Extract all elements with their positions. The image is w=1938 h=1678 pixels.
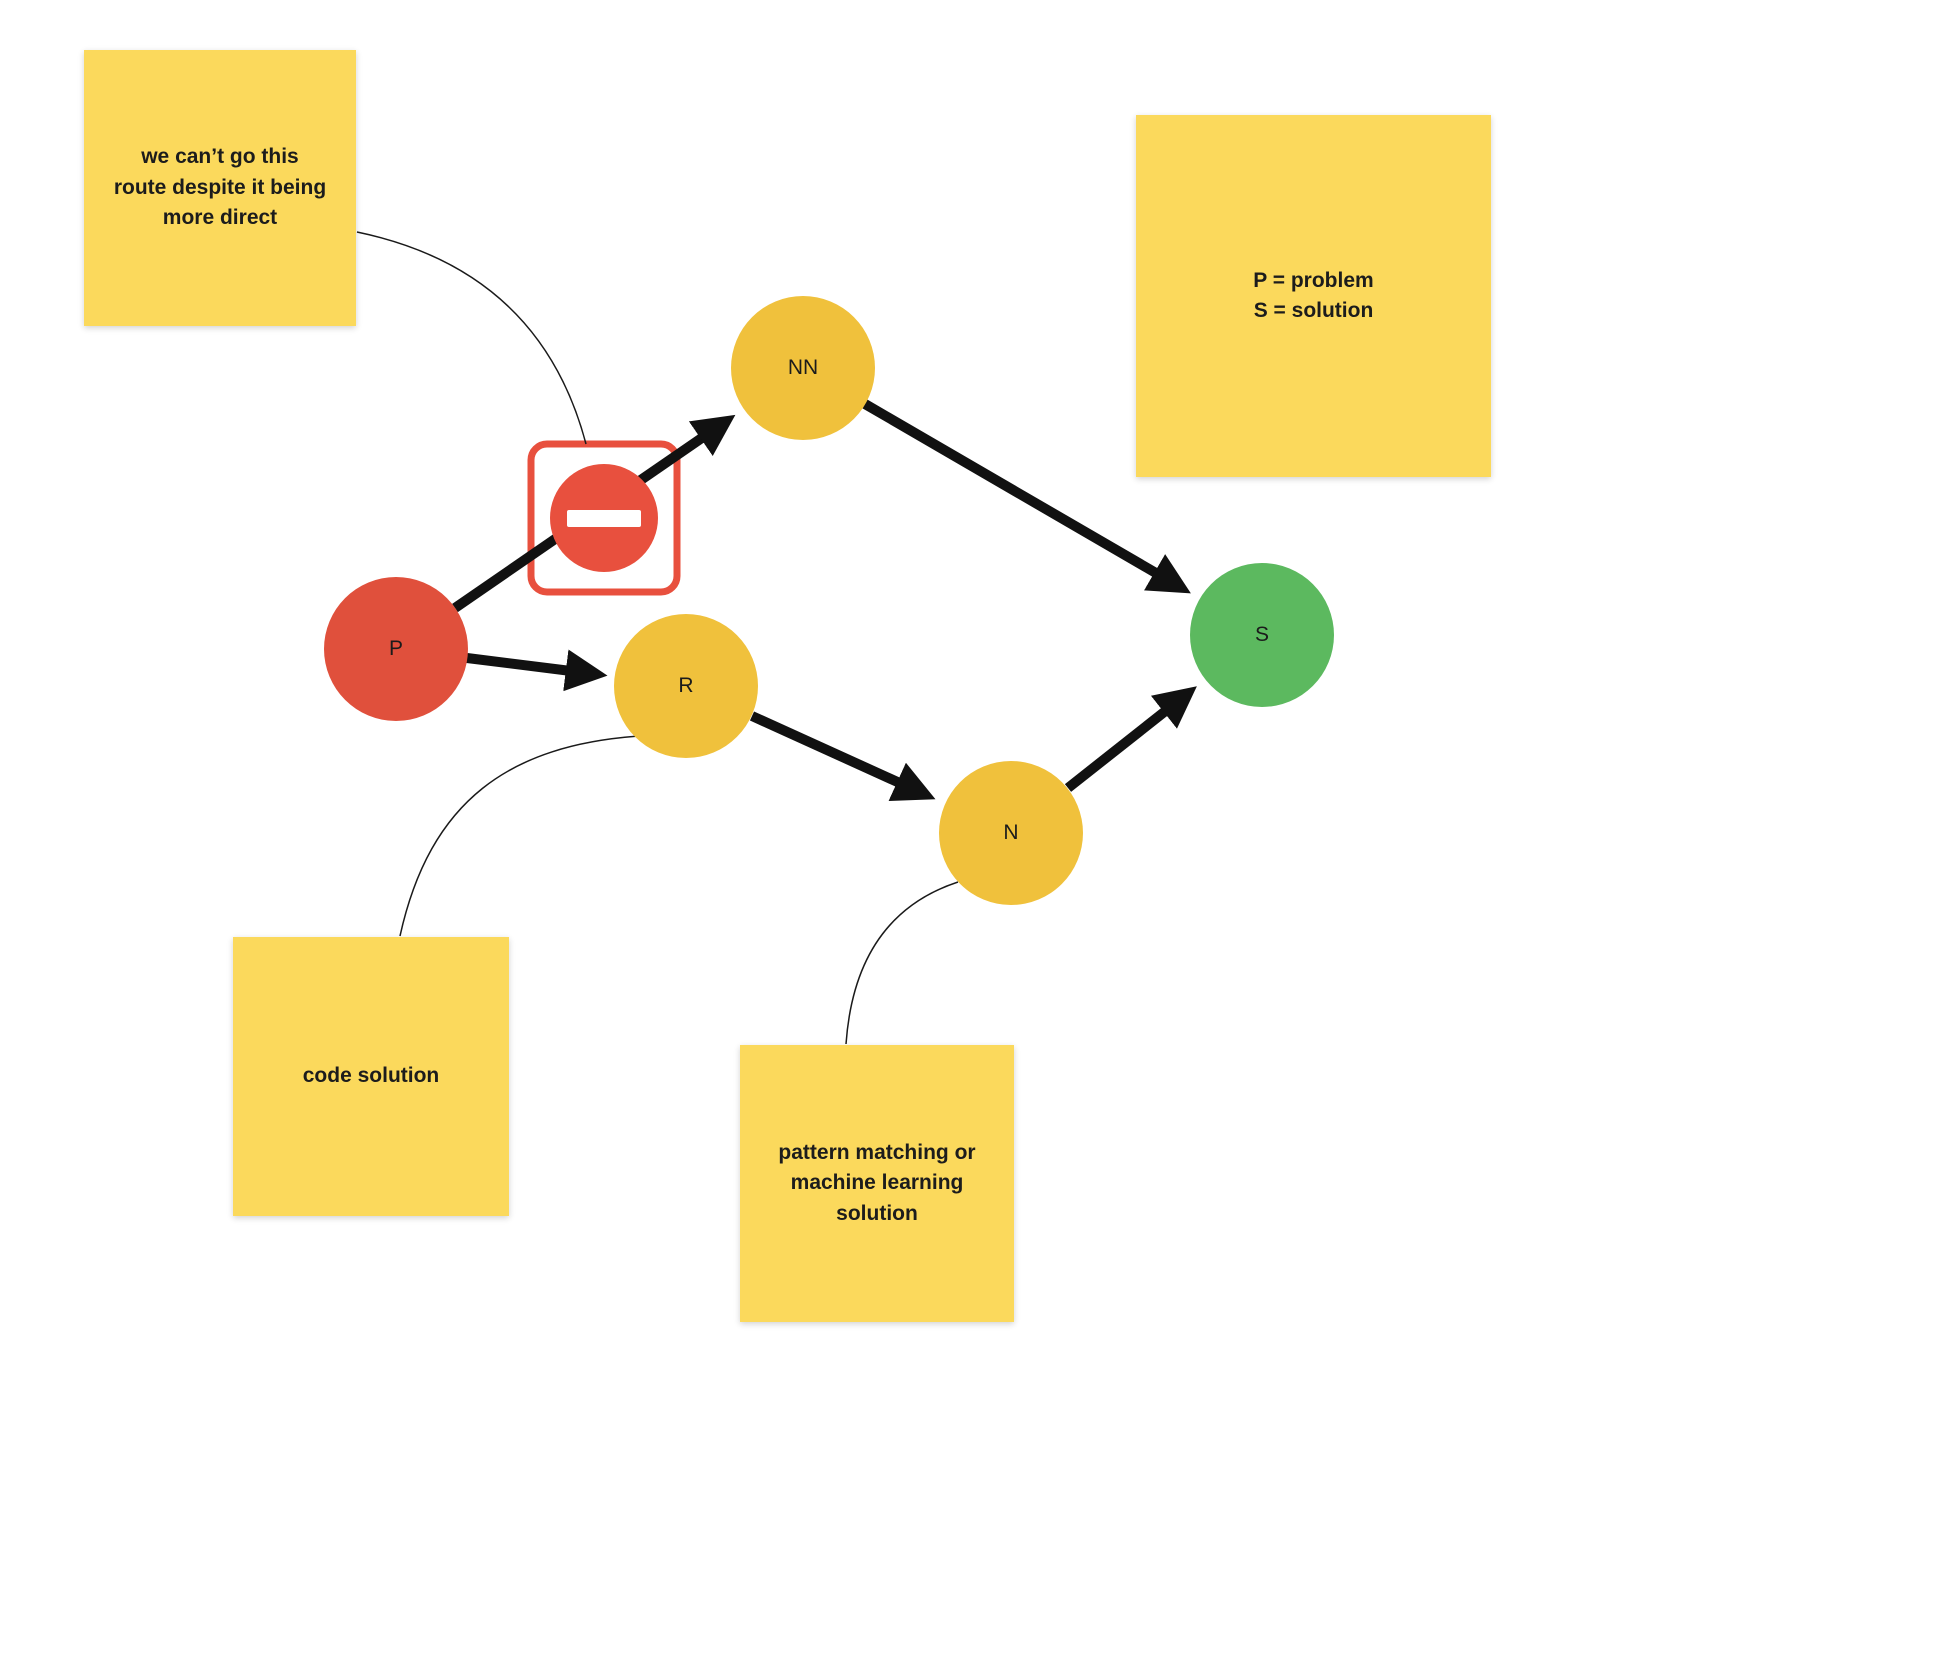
note-connector-code-solution[interactable] <box>399 735 641 937</box>
edge-R-N[interactable] <box>749 711 936 801</box>
sticky-note-text: code solution <box>302 1064 440 1088</box>
node-label: N <box>1003 821 1019 844</box>
edge-P-R[interactable] <box>466 649 608 692</box>
node-P[interactable]: P <box>324 577 468 721</box>
node-R[interactable]: R <box>614 614 758 758</box>
sticky-note-code-solution[interactable]: code solution <box>233 937 509 1216</box>
edge-NN-S[interactable] <box>862 399 1191 594</box>
sticky-note-pattern-matching[interactable]: pattern matching or machine learning sol… <box>740 1045 1014 1322</box>
note-connector-no-route[interactable] <box>356 231 587 445</box>
node-label: S <box>1254 623 1269 646</box>
edge-N-S[interactable] <box>1064 686 1197 792</box>
no-entry-icon[interactable] <box>550 464 658 572</box>
node-N[interactable]: N <box>939 761 1083 905</box>
node-S[interactable]: S <box>1190 563 1334 707</box>
node-label: P <box>388 637 403 660</box>
node-NN[interactable]: NN <box>731 296 875 440</box>
sticky-note-text: pattern matching or machine learning sol… <box>778 1140 976 1225</box>
sticky-note-text: we can’t go this route despite it being … <box>113 145 327 230</box>
no-entry-bar <box>567 510 641 527</box>
node-label: R <box>678 674 694 697</box>
sticky-note-no-route[interactable]: we can’t go this route despite it being … <box>84 50 356 326</box>
node-label: NN <box>787 356 819 379</box>
sticky-note-text: P = problem S = solution <box>1253 268 1374 322</box>
sticky-note-legend[interactable]: P = problem S = solution <box>1136 115 1491 477</box>
note-connector-pattern-matching[interactable] <box>845 881 959 1045</box>
